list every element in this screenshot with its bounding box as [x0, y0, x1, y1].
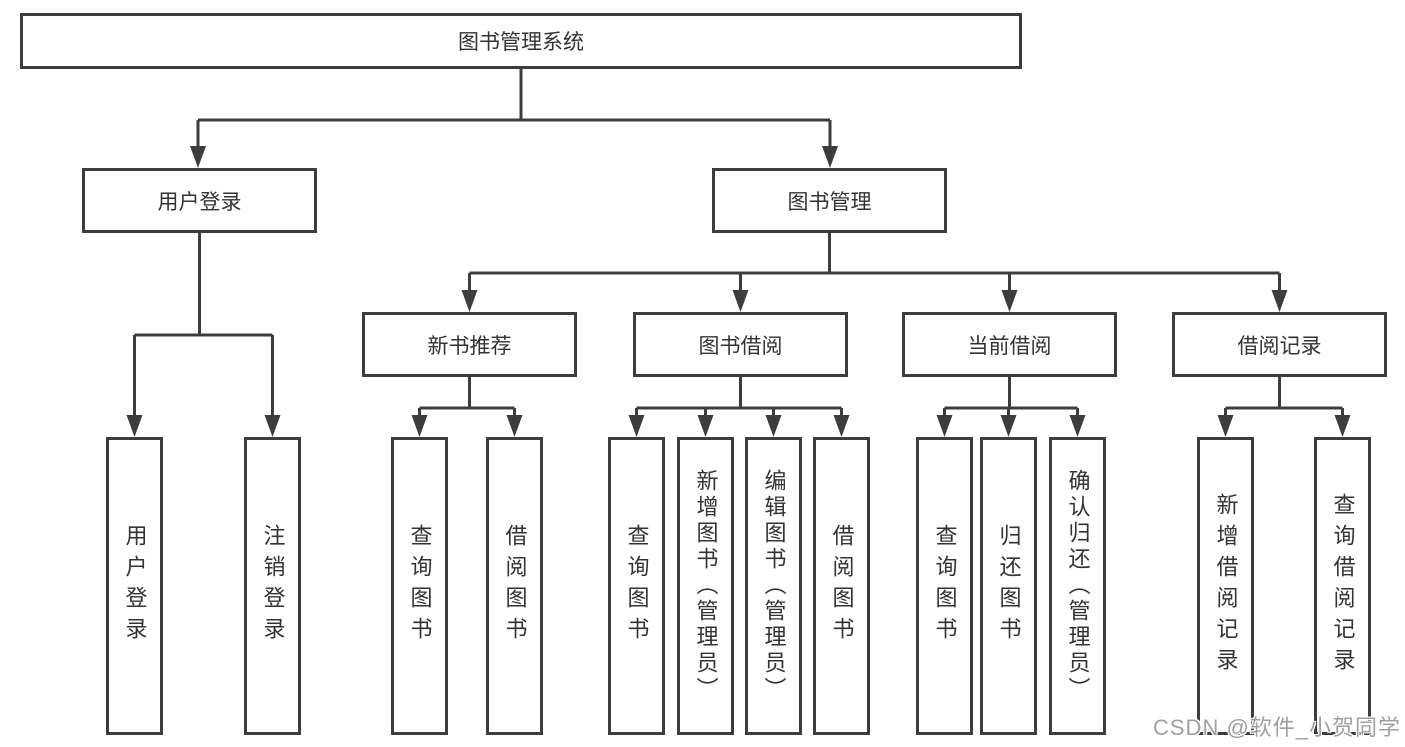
- leaf-borrowing-borrow-books: 借阅图书: [813, 437, 870, 735]
- node-new-book-recommend: 新书推荐: [362, 312, 577, 377]
- node-current-borrowing: 当前借阅: [902, 312, 1117, 377]
- leaf-logout: 注销登录: [244, 437, 301, 735]
- leaf-newrec-borrow-books: 借阅图书: [486, 437, 543, 735]
- leaf-records-add-record: 新增借阅记录: [1197, 437, 1254, 735]
- leaf-user-login: 用户登录: [106, 437, 163, 735]
- leaf-newrec-query-books: 查询图书: [391, 437, 448, 735]
- leaf-borrowing-query-books: 查询图书: [608, 437, 665, 735]
- node-borrowing-records: 借阅记录: [1172, 312, 1387, 377]
- node-library-system: 图书管理系统: [20, 13, 1022, 69]
- leaf-current-return-books: 归还图书: [980, 437, 1037, 735]
- csdn-watermark: CSDN @软件_小贺同学: [1153, 715, 1402, 740]
- node-book-management: 图书管理: [712, 168, 947, 233]
- node-user-login: 用户登录: [82, 168, 317, 233]
- node-book-borrowing: 图书借阅: [633, 312, 848, 377]
- leaf-current-query-books: 查询图书: [916, 437, 973, 735]
- leaf-current-confirm-return-admin: 确认归还（管理员）: [1049, 437, 1106, 735]
- leaf-records-query-record: 查询借阅记录: [1314, 437, 1371, 735]
- leaf-borrowing-add-books-admin: 新增图书（管理员）: [677, 437, 734, 735]
- leaf-borrowing-edit-books-admin: 编辑图书（管理员）: [745, 437, 802, 735]
